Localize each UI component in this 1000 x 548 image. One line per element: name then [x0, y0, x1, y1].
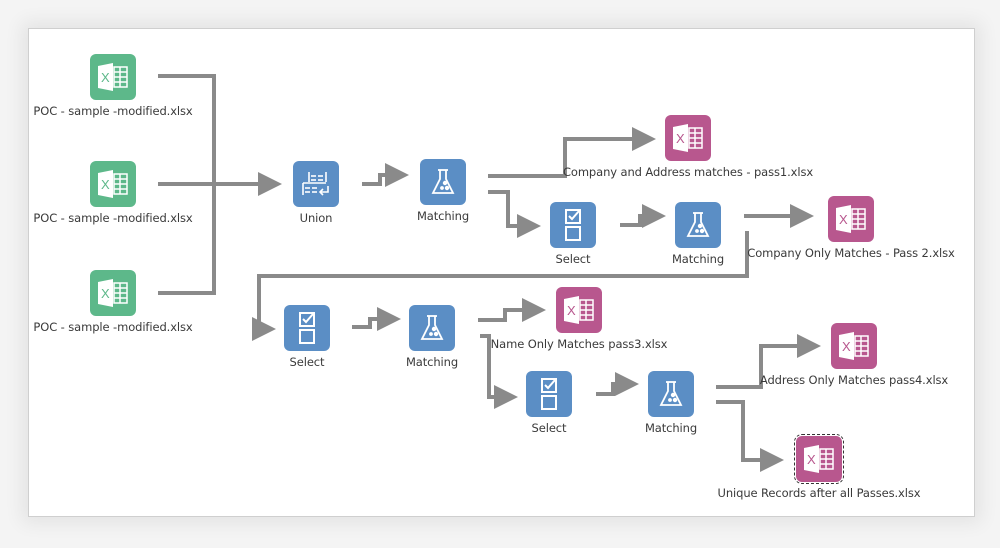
- output-label: Unique Records after all Passes.xlsx: [717, 486, 921, 500]
- connector-match1-out1[interactable]: [488, 127, 656, 178]
- svg-text:X: X: [101, 70, 110, 85]
- tool-node-select-3[interactable]: Select: [512, 371, 586, 435]
- select-icon: [550, 202, 596, 248]
- connector-in1-union[interactable]: [158, 74, 216, 184]
- tool-label: Select: [531, 421, 567, 435]
- connector-match1-select1[interactable]: [488, 190, 541, 238]
- output-label: Company and Address matches - pass1.xlsx: [562, 165, 814, 179]
- tool-label: Matching: [416, 209, 470, 223]
- input-node-2[interactable]: X POC - sample -modified.xlsx: [33, 161, 193, 225]
- svg-text:X: X: [807, 452, 816, 467]
- tool-node-matching-1[interactable]: Matching: [406, 159, 480, 223]
- connector-select1-match2[interactable]: [620, 204, 666, 228]
- connector-match2-select2[interactable]: [252, 231, 749, 341]
- input-node-1[interactable]: X POC - sample -modified.xlsx: [33, 54, 193, 118]
- output-node-1[interactable]: X Company and Address matches - pass1.xl…: [563, 115, 813, 179]
- svg-text:X: X: [842, 339, 851, 354]
- svg-text:X: X: [676, 131, 685, 146]
- input-label: POC - sample -modified.xlsx: [33, 320, 193, 334]
- tool-label: Select: [289, 355, 325, 369]
- input-node-3[interactable]: X POC - sample -modified.xlsx: [33, 270, 193, 334]
- output-node-5[interactable]: X Unique Records after all Passes.xlsx: [717, 434, 921, 500]
- connector-match4-out5[interactable]: [716, 400, 784, 472]
- tool-label: Matching: [644, 421, 698, 435]
- output-node-3[interactable]: X Name Only Matches pass3.xlsx: [491, 287, 667, 351]
- tool-label: Matching: [671, 252, 725, 266]
- tool-node-matching-3[interactable]: Matching: [395, 305, 469, 369]
- excel-icon: X: [831, 323, 877, 369]
- svg-text:X: X: [101, 286, 110, 301]
- excel-icon: X: [665, 115, 711, 161]
- excel-icon: X: [556, 287, 602, 333]
- tool-node-select-1[interactable]: Select: [536, 202, 610, 266]
- connector-union-match1[interactable]: [362, 163, 409, 187]
- connector-match3-select3[interactable]: [480, 334, 518, 409]
- connector-in3-union[interactable]: [158, 184, 216, 295]
- input-label: POC - sample -modified.xlsx: [33, 211, 193, 225]
- connector-select3-match4[interactable]: [596, 372, 639, 396]
- connector-match3-out3[interactable]: [478, 298, 546, 322]
- tool-node-matching-4[interactable]: Matching: [634, 371, 708, 435]
- tool-node-matching-2[interactable]: Matching: [661, 202, 735, 266]
- tool-label: Union: [299, 211, 333, 225]
- flask-icon: [420, 159, 466, 205]
- select-icon: [284, 305, 330, 351]
- flask-icon: [648, 371, 694, 417]
- connector-select2-match3[interactable]: [352, 307, 401, 331]
- excel-icon: X: [794, 434, 844, 484]
- workflow-canvas[interactable]: [28, 28, 975, 517]
- select-icon: [526, 371, 572, 417]
- excel-icon: X: [828, 196, 874, 242]
- svg-text:X: X: [101, 177, 110, 192]
- tool-node-select-2[interactable]: Select: [270, 305, 344, 369]
- tool-label: Select: [555, 252, 591, 266]
- output-label: Name Only Matches pass3.xlsx: [490, 337, 668, 351]
- excel-icon: X: [90, 161, 136, 207]
- excel-icon: X: [90, 270, 136, 316]
- connector-match4-out4[interactable]: [716, 334, 821, 389]
- svg-text:X: X: [839, 212, 848, 227]
- input-label: POC - sample -modified.xlsx: [33, 104, 193, 118]
- tool-node-union[interactable]: Union: [279, 161, 353, 225]
- flask-icon: [675, 202, 721, 248]
- tool-label: Matching: [405, 355, 459, 369]
- flask-icon: [409, 305, 455, 351]
- output-label: Address Only Matches pass4.xlsx: [759, 373, 949, 387]
- output-label: Company Only Matches - Pass 2.xlsx: [747, 246, 955, 260]
- output-node-2[interactable]: X Company Only Matches - Pass 2.xlsx: [746, 196, 956, 260]
- union-icon: [293, 161, 339, 207]
- output-node-4[interactable]: X Address Only Matches pass4.xlsx: [760, 323, 948, 387]
- excel-icon: X: [90, 54, 136, 100]
- svg-text:X: X: [567, 303, 576, 318]
